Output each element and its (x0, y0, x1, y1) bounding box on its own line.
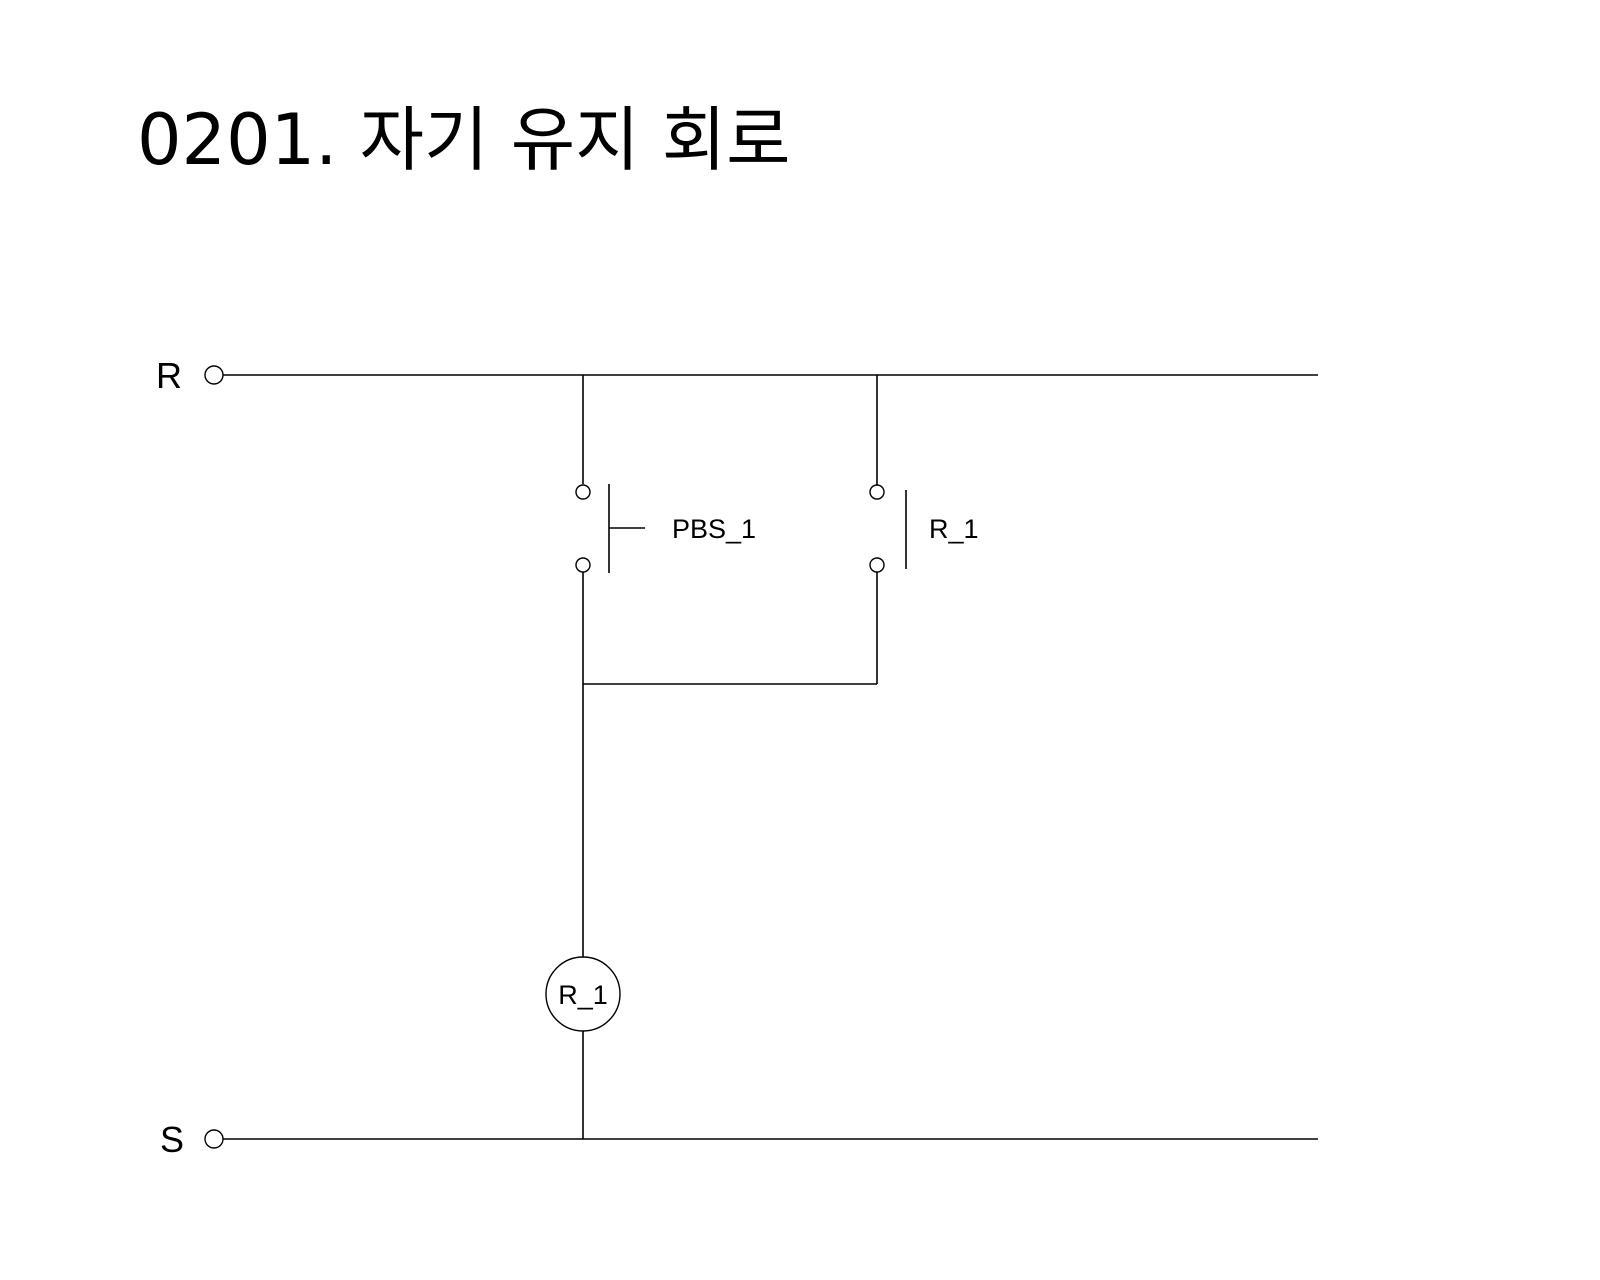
push-button-switch (575, 484, 645, 573)
rail-s-label: S (160, 1119, 184, 1160)
rail-r-terminal (204, 365, 224, 385)
pbs-upper-terminal (575, 484, 591, 500)
r1-contact-upper-terminal (869, 484, 885, 500)
relay-contact-label: R_1 (929, 514, 979, 544)
relay-coil-label: R_1 (558, 980, 608, 1010)
page-title: 0201. 자기 유지 회로 (137, 99, 791, 181)
r1-contact-lower-terminal (869, 557, 885, 573)
pbs-label: PBS_1 (672, 514, 756, 544)
pbs-lower-terminal (575, 557, 591, 573)
relay-contact (869, 484, 907, 573)
rail-s-terminal (204, 1129, 224, 1149)
rail-r-label: R (156, 355, 182, 396)
